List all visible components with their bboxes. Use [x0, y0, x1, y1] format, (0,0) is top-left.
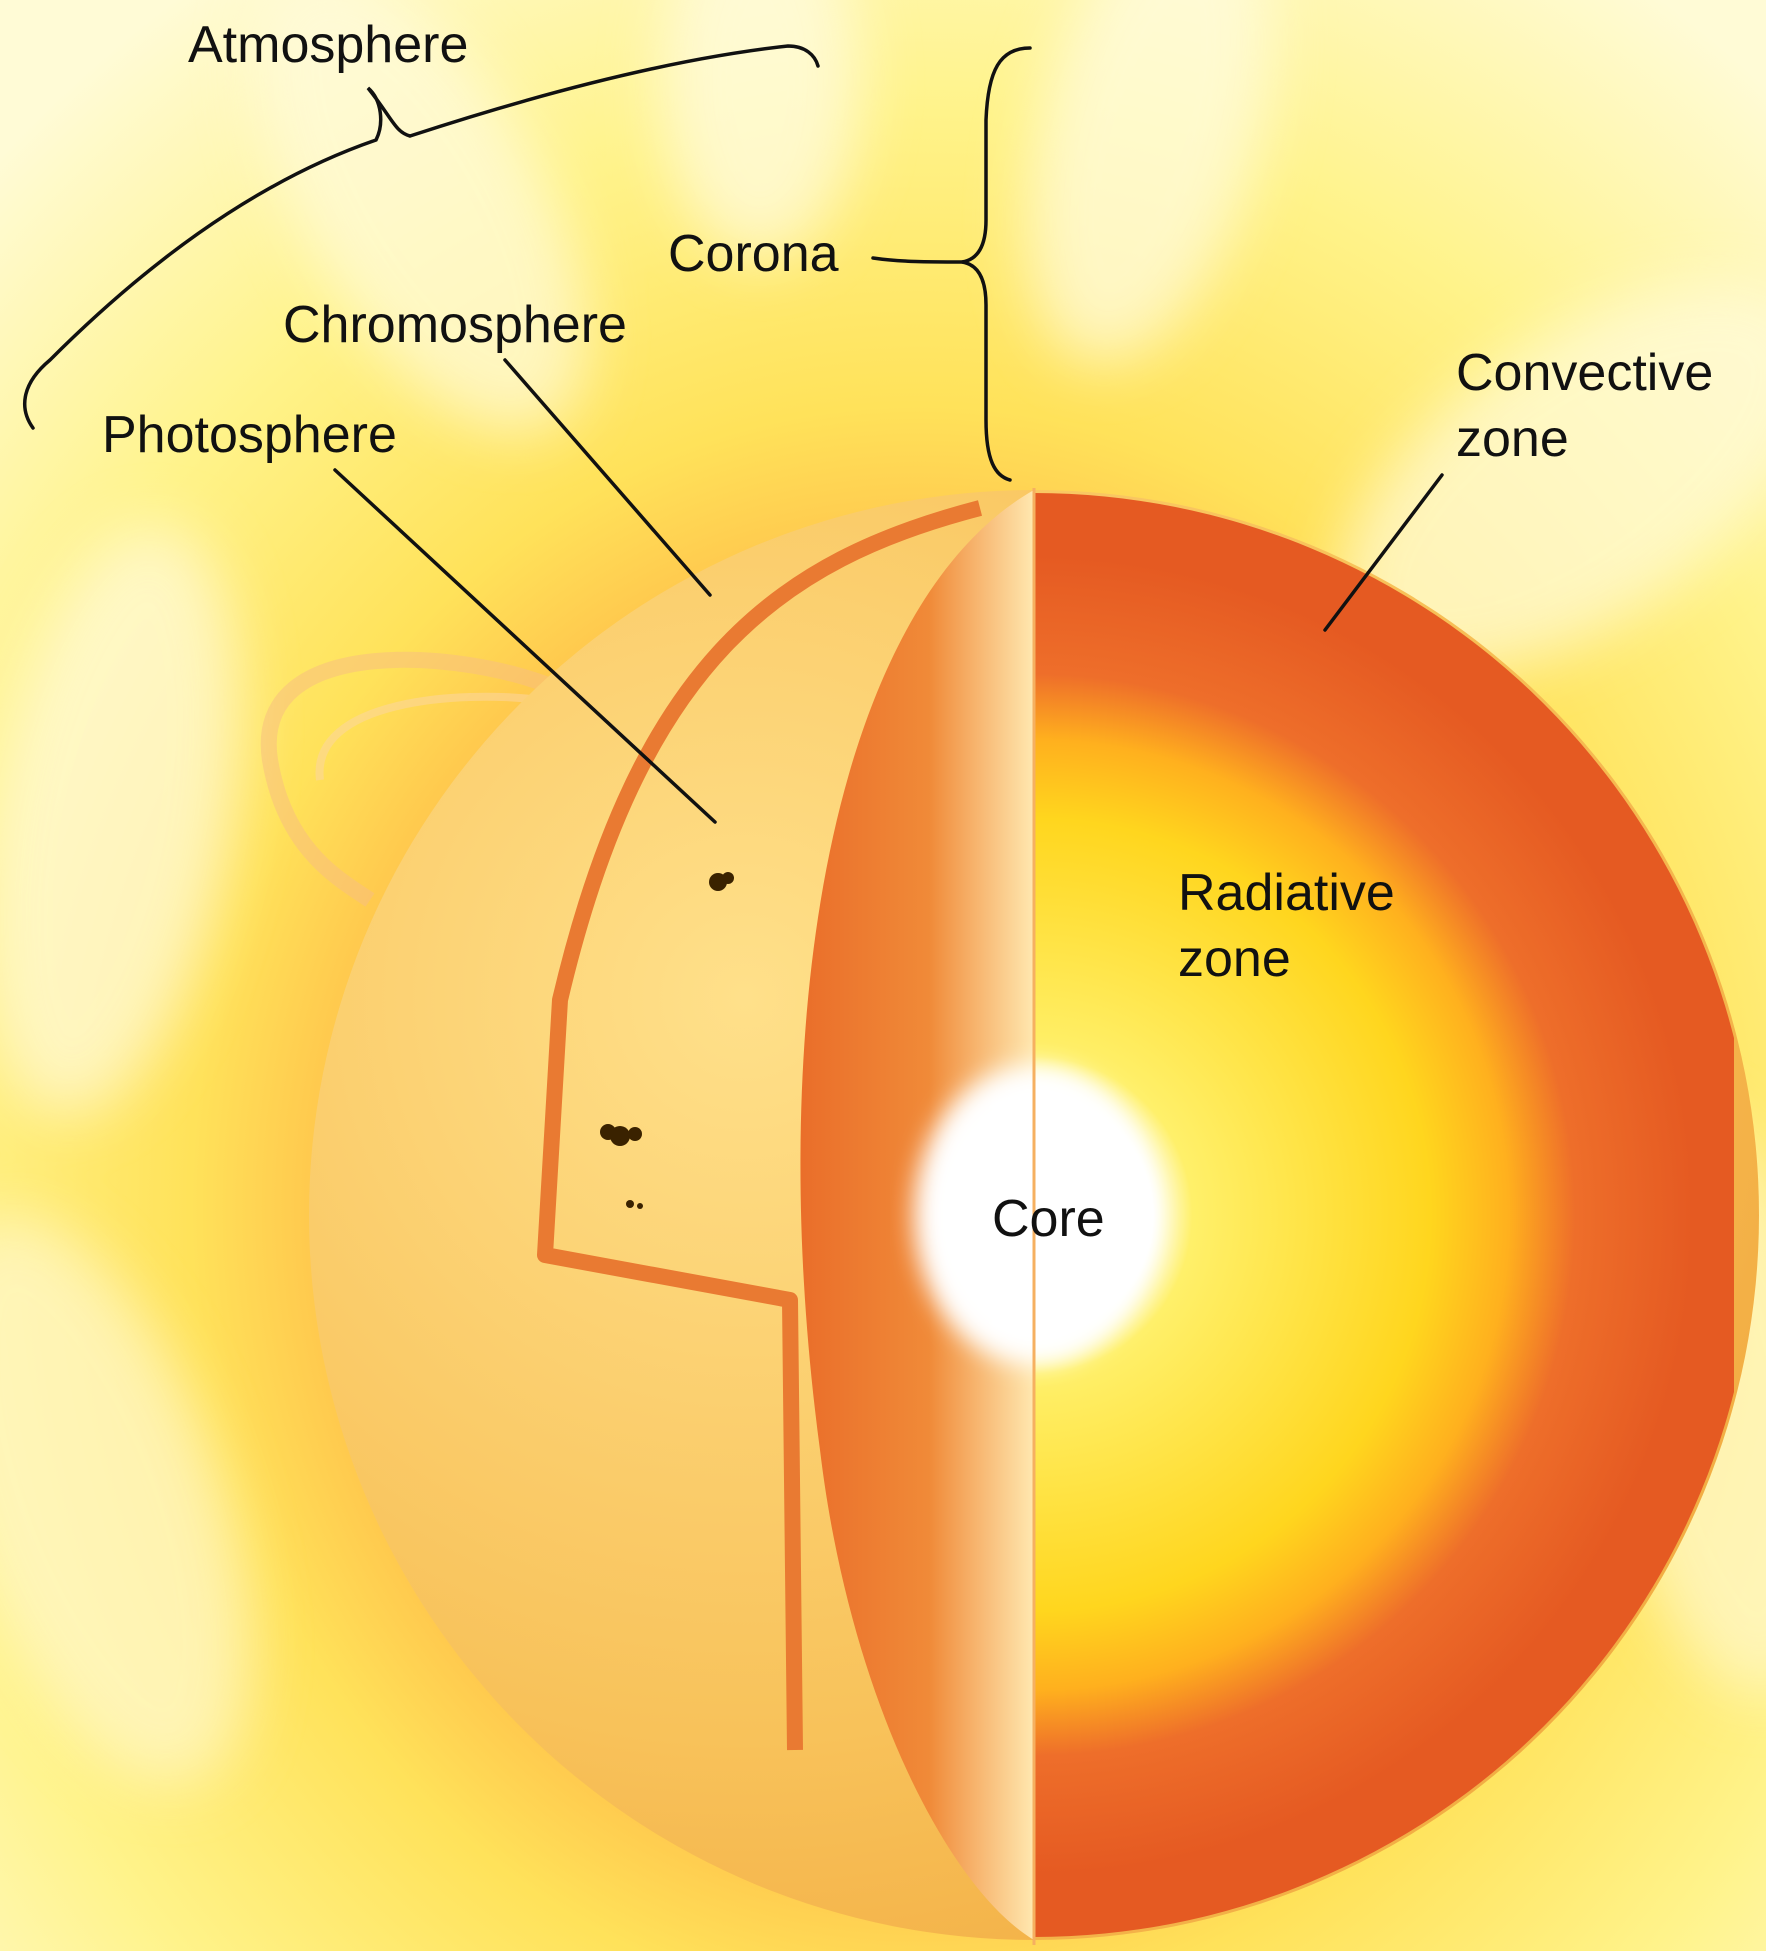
label-chromosphere: Chromosphere	[283, 292, 627, 358]
label-photosphere: Photosphere	[102, 402, 397, 468]
label-radiative-zone-line1: Radiative	[1178, 860, 1395, 926]
label-convective-zone-line1: Convective	[1456, 340, 1713, 406]
label-radiative-zone-line2: zone	[1178, 926, 1395, 992]
label-corona: Corona	[668, 221, 839, 287]
label-atmosphere: Atmosphere	[188, 12, 468, 78]
label-core: Core	[992, 1186, 1105, 1252]
label-radiative-zone: Radiative zone	[1178, 860, 1395, 992]
label-convective-zone: Convective zone	[1456, 340, 1713, 472]
label-convective-zone-line2: zone	[1456, 406, 1713, 472]
